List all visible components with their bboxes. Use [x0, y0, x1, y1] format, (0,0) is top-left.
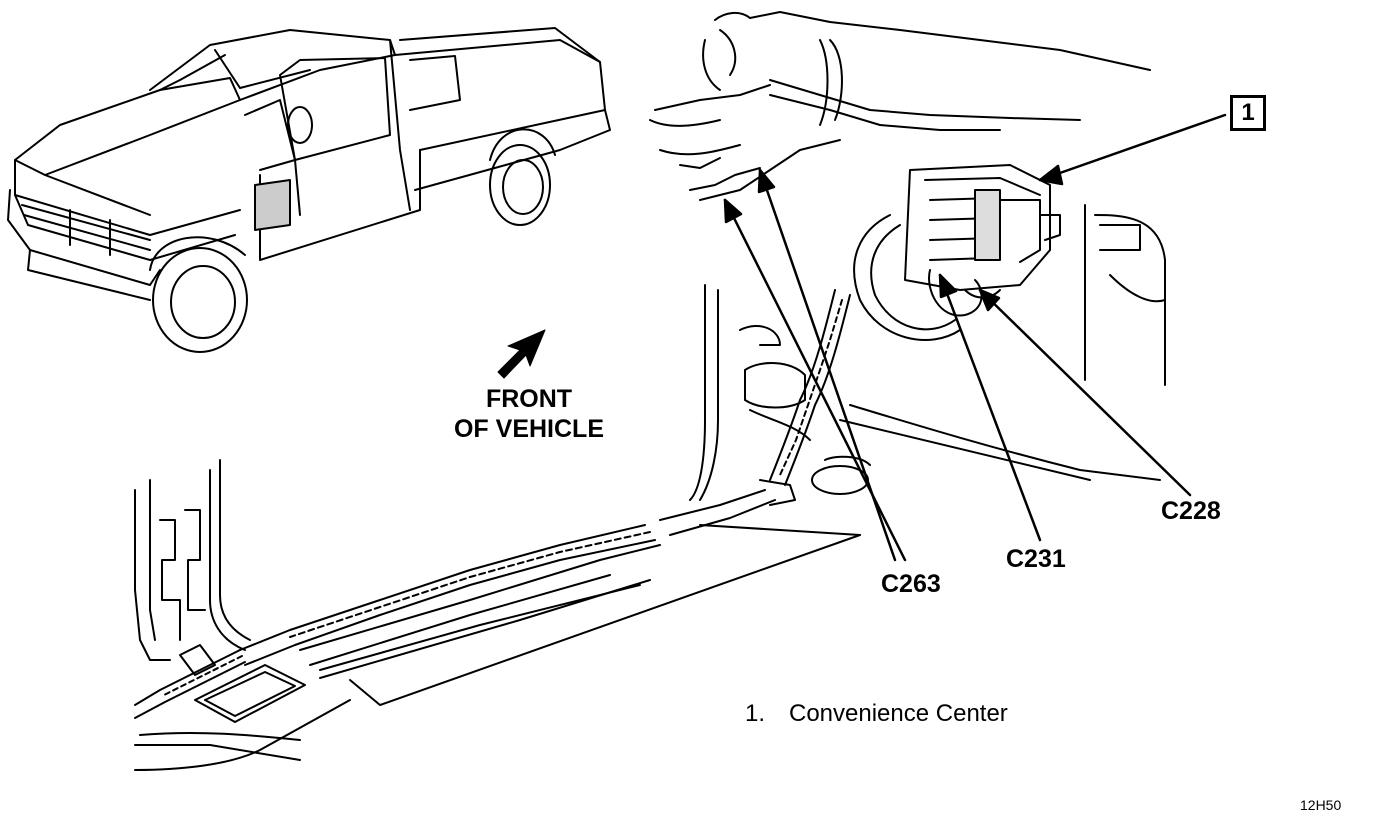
legend-item-text: Convenience Center — [789, 700, 1008, 727]
connector-label-c263: C263 — [881, 570, 941, 598]
front-arrow-icon — [497, 329, 546, 379]
leader-lines — [723, 113, 1227, 562]
connector-label-c228: C228 — [1161, 497, 1221, 525]
front-of-vehicle-label: FRONT OF VEHICLE — [444, 384, 614, 444]
figure-code: 12H50 — [1300, 797, 1342, 813]
callout-number-box: 1 — [1230, 95, 1266, 131]
pickup-truck-illustration — [7, 27, 611, 353]
legend: 1. Convenience Center — [745, 700, 1008, 728]
front-label-line2: OF VEHICLE — [453, 415, 604, 443]
connector-label-c231: C231 — [1006, 545, 1066, 573]
legend-item-number: 1. — [745, 700, 766, 727]
front-label-line1: FRONT — [485, 385, 573, 413]
interior-illustration — [134, 11, 1166, 771]
